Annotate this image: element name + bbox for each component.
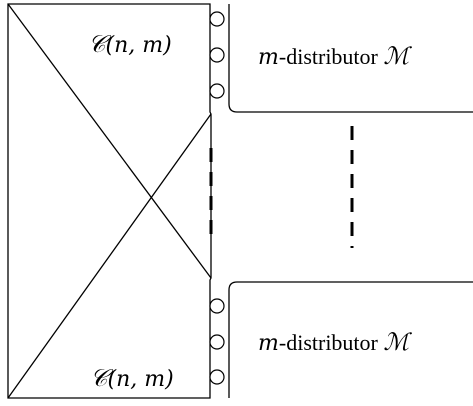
port-circle-top-3 [209,83,225,99]
port-circle-bottom-3 [209,369,225,385]
left-block-outline [7,3,212,399]
bottom-left-label: 𝒞(n, m) [90,364,174,392]
diagonal-line-down [7,3,212,279]
top-distributor-box [228,4,473,113]
diagonal-line-up [7,113,212,399]
port-circle-bottom-1 [209,298,225,314]
port-circle-top-1 [209,11,225,27]
top-left-label: 𝒞(n, m) [88,30,172,58]
bottom-right-label: m-distributor ℳ [258,328,412,356]
top-right-label: m-distributor ℳ [258,42,412,70]
bottom-distributor-box [228,281,473,398]
port-circle-top-2 [209,47,225,63]
port-circle-bottom-2 [209,334,225,350]
